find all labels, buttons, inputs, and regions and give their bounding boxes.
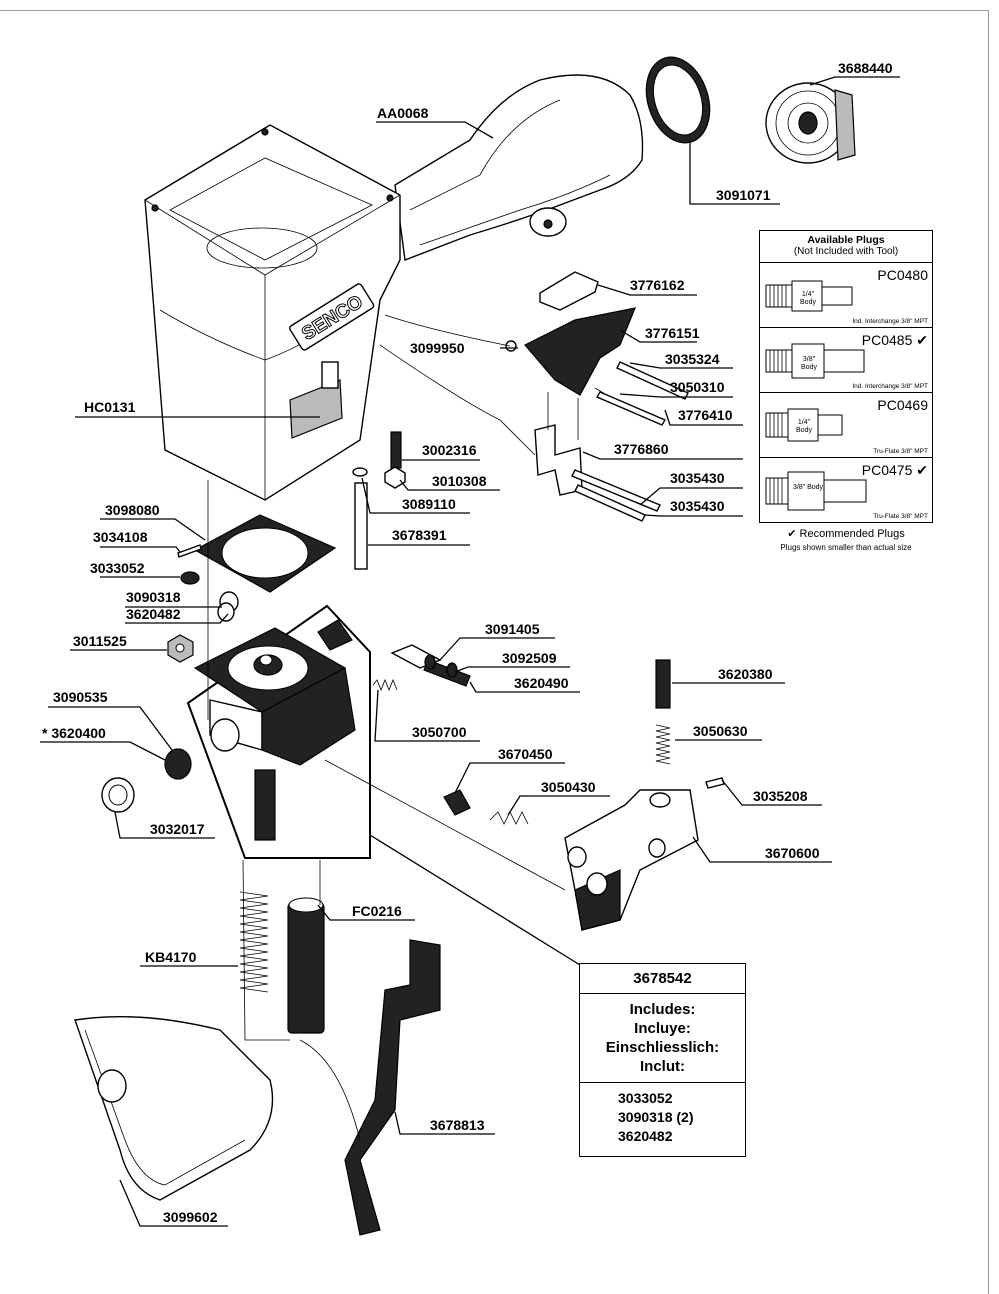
label-3620380: 3620380 bbox=[718, 666, 773, 682]
plug-description: Ind. Interchange 3/8" MPT bbox=[852, 318, 928, 325]
page-frame bbox=[0, 10, 989, 1294]
label-3776410: 3776410 bbox=[678, 407, 733, 423]
label-3670600: 3670600 bbox=[765, 845, 820, 861]
plug-id: PC0485 bbox=[861, 332, 913, 348]
kit-includes-heading: Includes: Incluye: Einschliesslich: Incl… bbox=[580, 994, 745, 1083]
includes-es: Incluye: bbox=[634, 1020, 691, 1037]
kit-item-list: 3033052 3090318 (2) 3620482 bbox=[580, 1083, 745, 1146]
plug-icon bbox=[765, 408, 843, 442]
label-kb4170: KB4170 bbox=[145, 949, 197, 965]
plug-item: 3/8" Body PC0475 ✔ Tru-Flate 3/8" MPT bbox=[759, 458, 933, 523]
driver-blade bbox=[344, 939, 441, 1236]
plug-body-size: 3/8" Body bbox=[792, 484, 824, 491]
plugs-header: Available Plugs (Not Included with Tool) bbox=[759, 230, 933, 263]
plug-description: Tru-Flate 3/8" MPT bbox=[873, 448, 928, 455]
label-hc0131: HC0131 bbox=[84, 399, 136, 415]
label-fc0216: FC0216 bbox=[352, 903, 402, 919]
trigger-3670600 bbox=[564, 789, 699, 931]
label-3776860: 3776860 bbox=[614, 441, 669, 457]
label-3010308: 3010308 bbox=[432, 473, 487, 489]
label-3776151: 3776151 bbox=[645, 325, 700, 341]
label-3050630: 3050630 bbox=[693, 723, 748, 739]
part-labels: AA0068 3688440 3091071 3776162 3776151 3… bbox=[42, 60, 893, 1225]
label-3050430: 3050430 bbox=[541, 779, 596, 795]
label-3050310: 3050310 bbox=[670, 379, 725, 395]
label-3032017: 3032017 bbox=[150, 821, 205, 837]
leader-lines bbox=[40, 76, 900, 1227]
plug-id: PC0475 bbox=[861, 462, 913, 478]
label-3090318: 3090318 bbox=[126, 589, 181, 605]
label-3620400: * 3620400 bbox=[42, 725, 106, 741]
label-3091071: 3091071 bbox=[716, 187, 771, 203]
plug-body-size: 3/8" Body bbox=[801, 356, 817, 371]
plug-icon bbox=[765, 343, 865, 379]
valve-body bbox=[193, 627, 356, 841]
kit-item: 3033052 bbox=[618, 1090, 673, 1106]
label-3678391: 3678391 bbox=[392, 527, 447, 543]
plug-id: PC0469 bbox=[877, 397, 928, 413]
label-3620482: 3620482 bbox=[126, 606, 181, 622]
plug-icon bbox=[765, 280, 853, 312]
label-3034108: 3034108 bbox=[93, 529, 148, 545]
label-3050700: 3050700 bbox=[412, 724, 467, 740]
end-cap bbox=[765, 82, 856, 164]
recommended-note: ✔ Recommended Plugs bbox=[787, 528, 905, 540]
label-3091405: 3091405 bbox=[485, 621, 540, 637]
plug-item: 1/4" Body PC0480 Ind. Interchange 3/8" M… bbox=[759, 263, 933, 328]
label-3098080: 3098080 bbox=[105, 502, 160, 518]
plug-item: 1/4" Body PC0469 Tru-Flate 3/8" MPT bbox=[759, 393, 933, 458]
plugs-subtitle: (Not Included with Tool) bbox=[793, 246, 899, 257]
plug-description: Ind. Interchange 3/8" MPT bbox=[852, 383, 928, 390]
kit-item: 3090318 (2) bbox=[618, 1109, 694, 1125]
plug-icon bbox=[765, 471, 867, 511]
label-3092509: 3092509 bbox=[502, 650, 557, 666]
plugs-title: Available Plugs bbox=[807, 234, 885, 246]
housing-body: SENCO bbox=[144, 74, 644, 501]
guard-3099602 bbox=[74, 1015, 274, 1201]
label-3002316: 3002316 bbox=[422, 442, 477, 458]
label-3099950: 3099950 bbox=[410, 340, 465, 356]
label-3035208: 3035208 bbox=[753, 788, 808, 804]
available-plugs-box: Available Plugs (Not Included with Tool)… bbox=[759, 230, 933, 552]
gasket-3098080 bbox=[193, 514, 337, 593]
size-note: Plugs shown smaller than actual size bbox=[780, 543, 912, 552]
bracket-3776860 bbox=[534, 424, 583, 496]
kit-part-number: 3678542 bbox=[580, 964, 745, 994]
plug-id: PC0480 bbox=[877, 267, 928, 283]
label-3620490: 3620490 bbox=[514, 675, 569, 691]
label-3033052: 3033052 bbox=[90, 560, 145, 576]
plug-description: Tru-Flate 3/8" MPT bbox=[873, 513, 928, 520]
kit-box-3678542: 3678542 Includes: Incluye: Einschliessli… bbox=[579, 963, 746, 1157]
label-3011525: 3011525 bbox=[73, 633, 127, 649]
label-aa0068: AA0068 bbox=[377, 105, 429, 121]
includes-en: Includes: bbox=[629, 1001, 696, 1018]
includes-de: Einschliesslich: bbox=[605, 1039, 720, 1056]
bracket-3776151 bbox=[524, 307, 636, 396]
valve-assembly-frame bbox=[186, 604, 371, 859]
label-3678813: 3678813 bbox=[430, 1117, 485, 1133]
label-3670450: 3670450 bbox=[498, 746, 553, 762]
label-3099602: 3099602 bbox=[163, 1209, 218, 1225]
kit-item: 3620482 bbox=[618, 1128, 673, 1144]
seal-ring bbox=[645, 56, 711, 144]
plug-body-size: 1/4" Body bbox=[800, 291, 816, 306]
label-3035430a: 3035430 bbox=[670, 470, 725, 486]
label-3090535: 3090535 bbox=[53, 689, 108, 705]
label-3776162: 3776162 bbox=[630, 277, 685, 293]
plug-body-size: 1/4" Body bbox=[796, 419, 812, 434]
bracket-3776162 bbox=[539, 271, 599, 311]
label-3688440: 3688440 bbox=[838, 60, 893, 76]
label-3035430b: 3035430 bbox=[670, 498, 725, 514]
label-3035324: 3035324 bbox=[665, 351, 720, 367]
includes-fr: Inclut: bbox=[640, 1058, 685, 1075]
recommended-check-icon: ✔ bbox=[916, 332, 928, 348]
label-3089110: 3089110 bbox=[402, 496, 456, 512]
plug-item: 3/8" Body PC0485 ✔ Ind. Interchange 3/8"… bbox=[759, 328, 933, 393]
recommended-check-icon: ✔ bbox=[916, 462, 928, 478]
